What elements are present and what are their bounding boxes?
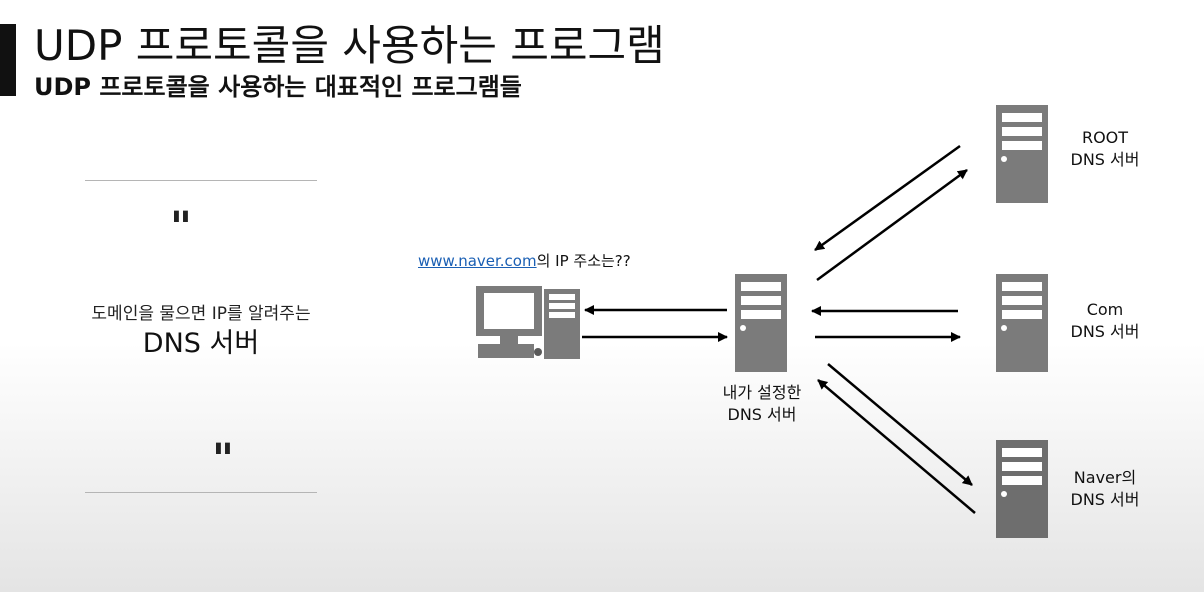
quote-close-mark: " xyxy=(212,434,234,483)
arrow-local-to-root xyxy=(816,168,968,282)
page-subtitle: UDP 프로토콜을 사용하는 대표적인 프로그램들 xyxy=(34,73,522,101)
local-dns-label: 내가 설정한 DNS 서버 xyxy=(700,382,824,426)
query-text: www.naver.com의 IP 주소는?? xyxy=(418,250,631,272)
title-accent-bar xyxy=(0,24,16,96)
quote-text: 도메인을 물으면 IP를 알려주는 xyxy=(91,304,311,324)
page-title: UDP 프로토콜을 사용하는 프로그램 xyxy=(34,21,665,70)
arrow-naver-to-local xyxy=(817,379,976,514)
local-dns-server-icon xyxy=(735,274,787,372)
client-computer-icon xyxy=(476,286,580,359)
quote-open-mark: " xyxy=(170,202,192,251)
quote-top-rule xyxy=(85,180,317,181)
local-dns-label-line1: 내가 설정한 xyxy=(722,383,802,402)
naver-dns-label: Naver의 DNS 서버 xyxy=(1060,467,1150,511)
com-dns-label: Com DNS 서버 xyxy=(1060,299,1150,343)
naver-dns-label-line2: DNS 서버 xyxy=(1070,490,1140,509)
com-dns-server-icon xyxy=(996,274,1048,372)
com-dns-label-line1: Com xyxy=(1086,300,1124,319)
root-dns-label-line1: ROOT xyxy=(1081,128,1129,147)
arrow-root-to-local xyxy=(814,144,961,252)
naver-dns-server-icon xyxy=(996,440,1048,538)
naver-dns-label-line1: Naver의 xyxy=(1073,468,1137,487)
com-dns-label-line2: DNS 서버 xyxy=(1070,322,1140,341)
root-dns-label-line2: DNS 서버 xyxy=(1070,150,1140,169)
quote-emphasis: DNS 서버 xyxy=(142,328,260,359)
query-link[interactable]: www.naver.com xyxy=(418,252,537,270)
query-rest: 의 IP 주소는?? xyxy=(536,252,631,270)
root-dns-server-icon xyxy=(996,105,1048,203)
arrow-local-to-naver xyxy=(827,363,973,486)
root-dns-label: ROOT DNS 서버 xyxy=(1060,127,1150,171)
quote-bottom-rule xyxy=(85,492,317,493)
local-dns-label-line2: DNS 서버 xyxy=(727,405,797,424)
